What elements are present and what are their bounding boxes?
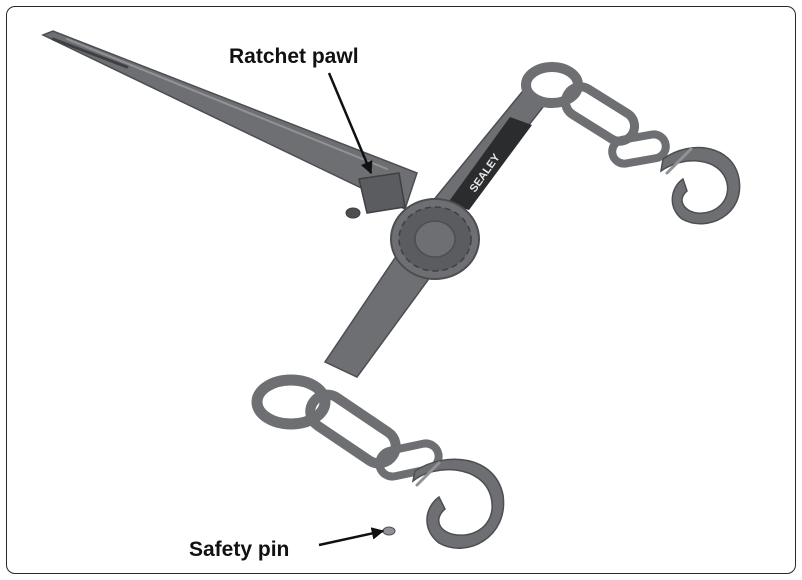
figure-frame: SEALEY Ratchet p <box>6 6 796 574</box>
safety-pin-label: Safety pin <box>189 538 290 561</box>
upper-chain-assembly <box>521 62 741 225</box>
ratchet-load-binder-illustration: SEALEY <box>41 30 741 549</box>
upper-tube: SEALEY <box>430 91 549 211</box>
safety-pin-leader-arrow <box>318 527 385 547</box>
ratchet-pawl-leader-arrow <box>327 72 373 175</box>
upper-tube-label-band <box>447 117 532 210</box>
upper-chain-link-2 <box>608 130 670 168</box>
ratchet-pawl <box>358 172 406 214</box>
handle-highlight <box>66 38 388 170</box>
lower-hook-safety-pin <box>415 461 441 487</box>
lower-chain-link-1 <box>305 389 401 469</box>
safety-pin-head <box>382 526 396 536</box>
upper-grab-hook <box>659 146 741 225</box>
lever-handle <box>41 30 418 219</box>
lower-chain-assembly <box>251 374 505 549</box>
ratchet-pawl-label: Ratchet pawl <box>229 45 359 68</box>
gear-center <box>414 220 456 258</box>
upper-hook-safety-pin <box>665 147 693 175</box>
lower-grab-hook <box>411 458 505 549</box>
lower-eye-link <box>251 374 331 430</box>
ratchet-gear <box>390 198 480 280</box>
handle-body <box>41 30 418 211</box>
pawl-pivot <box>345 207 361 219</box>
lower-chain-link-2 <box>375 439 443 481</box>
handle-slot <box>51 37 129 69</box>
